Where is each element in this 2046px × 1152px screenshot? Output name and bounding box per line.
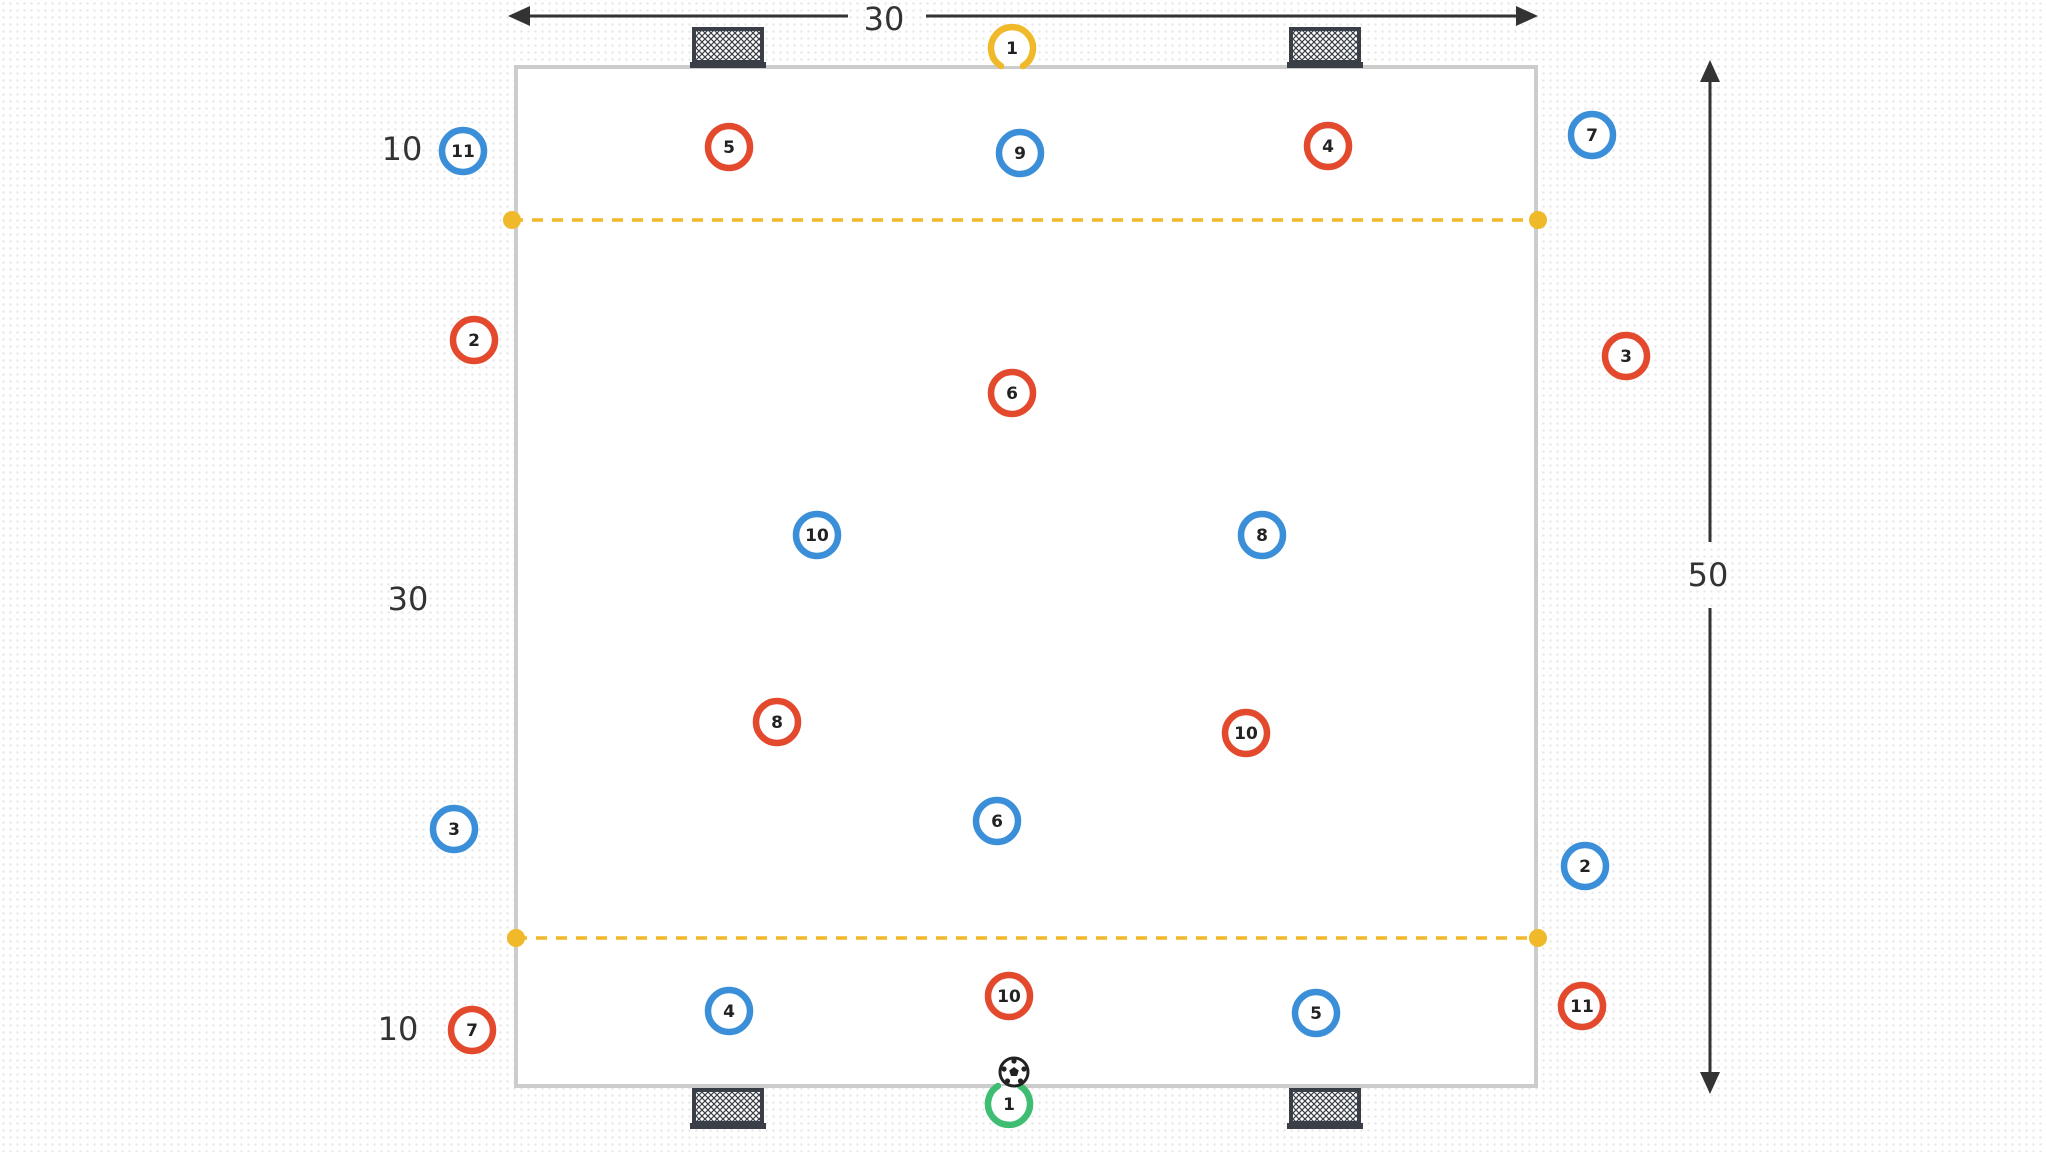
player-marker-team-red-8: 8 [752, 697, 802, 747]
player-number: 7 [1586, 126, 1598, 146]
player-number: 11 [1570, 997, 1594, 1017]
player-marker-keeper-green-1: 1 [984, 1082, 1034, 1129]
player-marker-keeper-yellow-1: 1 [987, 23, 1037, 70]
player-number: 3 [448, 820, 460, 840]
player-number: 1 [1003, 1095, 1015, 1115]
player-number: 10 [997, 987, 1021, 1007]
player-number: 8 [1256, 526, 1268, 546]
player-number: 1 [1006, 39, 1018, 59]
arrow-down-icon [1700, 1072, 1720, 1094]
dimension-top: 30 [508, 0, 1538, 38]
dimension-width-label: 30 [864, 0, 905, 38]
player-marker-team-red-7: 7 [447, 1005, 497, 1055]
player-number: 4 [723, 1002, 735, 1022]
zone-bottom-length-label: 10 [378, 1010, 419, 1048]
player-number: 3 [1620, 347, 1632, 367]
zone-top-length-label: 10 [382, 130, 423, 168]
player-marker-team-blue-5: 5 [1291, 988, 1341, 1038]
player-marker-team-blue-11: 11 [438, 126, 488, 176]
player-marker-team-red-2: 2 [449, 315, 499, 365]
soccer-ball-icon [998, 1056, 1030, 1088]
player-number: 2 [1579, 857, 1591, 877]
player-number: 9 [1014, 144, 1026, 164]
player-number: 4 [1322, 137, 1334, 157]
player-number: 7 [466, 1021, 478, 1041]
player-number: 6 [991, 812, 1003, 832]
player-number: 5 [1310, 1004, 1322, 1024]
player-number: 2 [468, 331, 480, 351]
zone-line-bottom [507, 929, 1547, 947]
goal-net-icon [690, 27, 766, 68]
player-number: 5 [723, 138, 735, 158]
player-marker-team-red-5: 5 [704, 122, 754, 172]
arrow-right-icon [1516, 6, 1538, 26]
player-marker-team-blue-6: 6 [972, 796, 1022, 846]
arrow-up-icon [1700, 60, 1720, 82]
player-number: 11 [451, 142, 475, 162]
player-number: 10 [1234, 724, 1258, 744]
player-marker-team-red-10: 10 [984, 971, 1034, 1021]
cone-marker [1529, 211, 1547, 229]
player-marker-team-blue-10: 10 [792, 510, 842, 560]
goal-net-icon [1287, 27, 1363, 68]
zone-middle-length-label: 30 [388, 580, 429, 618]
player-marker-team-blue-7: 7 [1567, 110, 1617, 160]
player-marker-team-red-10: 10 [1221, 708, 1271, 758]
cone-marker [503, 211, 521, 229]
cone-marker [1529, 929, 1547, 947]
dimension-length-label: 50 [1688, 556, 1729, 594]
player-marker-team-blue-2: 2 [1560, 841, 1610, 891]
playing-field [514, 65, 1538, 1088]
player-marker-team-red-11: 11 [1557, 981, 1607, 1031]
dimension-right: 50 [1688, 60, 1729, 1094]
player-marker-team-red-6: 6 [987, 368, 1037, 418]
player-marker-team-red-3: 3 [1601, 331, 1651, 381]
player-marker-team-blue-3: 3 [429, 804, 479, 854]
arrow-left-icon [508, 6, 530, 26]
goal-net-icon [1287, 1088, 1363, 1129]
player-marker-team-blue-9: 9 [995, 128, 1045, 178]
player-number: 6 [1006, 384, 1018, 404]
goal-net-icon [690, 1088, 766, 1129]
player-marker-team-red-4: 4 [1303, 121, 1353, 171]
player-marker-team-blue-8: 8 [1237, 510, 1287, 560]
player-marker-team-blue-4: 4 [704, 986, 754, 1036]
zone-line-top [503, 211, 1547, 229]
goals [690, 27, 1363, 1129]
player-number: 10 [805, 526, 829, 546]
cone-marker [507, 929, 525, 947]
player-number: 8 [771, 713, 783, 733]
